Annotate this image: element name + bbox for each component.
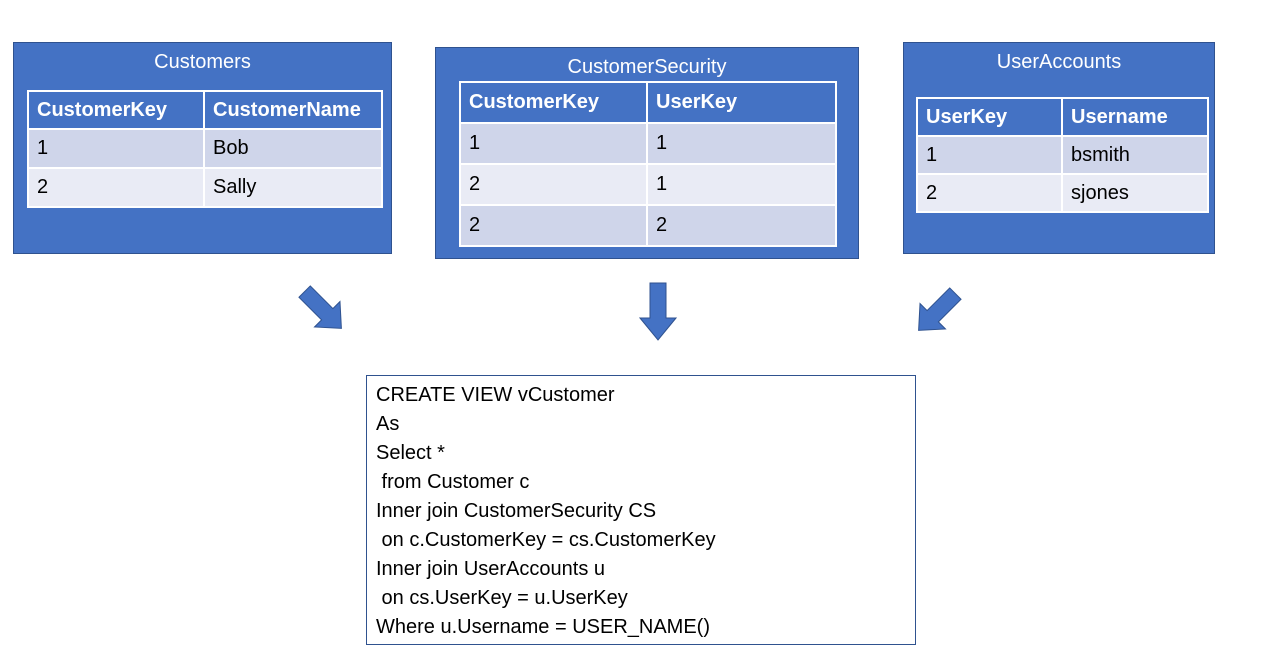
- sql-view-definition: CREATE VIEW vCustomer As Select * from C…: [366, 375, 916, 645]
- user-accounts-table: UserKey Username 1 bsmith 2 sjones: [916, 97, 1209, 213]
- customer-security-title: CustomerSecurity: [567, 56, 727, 78]
- sql-line: from Customer c: [376, 471, 530, 493]
- table-cell: 1: [459, 122, 648, 165]
- sql-line: As: [376, 413, 400, 435]
- customers-table: CustomerKey CustomerName 1 Bob 2 Sally: [27, 90, 383, 208]
- table-cell: 1: [646, 122, 837, 165]
- table-cell: 2: [27, 167, 205, 208]
- table-cell: 1: [646, 163, 837, 206]
- table-cell: 1: [916, 135, 1063, 175]
- customer-security-panel: CustomerSecurity CustomerKey UserKey 1 1…: [435, 47, 859, 259]
- table-cell: Bob: [203, 128, 383, 169]
- customer-security-header-row: CustomerKey UserKey: [459, 81, 837, 124]
- sql-line: Inner join UserAccounts u: [376, 558, 606, 580]
- table-row: 2 Sally: [27, 167, 383, 208]
- column-header: CustomerName: [203, 90, 383, 130]
- column-header: CustomerKey: [27, 90, 205, 130]
- table-row: 1 1: [459, 122, 837, 165]
- table-cell: 2: [459, 163, 648, 206]
- user-accounts-panel: UserAccounts UserKey Username 1 bsmith 2…: [903, 42, 1215, 254]
- table-cell: bsmith: [1061, 135, 1209, 175]
- sql-line: on c.CustomerKey = cs.CustomerKey: [376, 529, 716, 551]
- arrow-down-left-icon: [918, 287, 962, 331]
- column-header: UserKey: [646, 81, 837, 124]
- table-cell: 2: [646, 204, 837, 247]
- table-cell: 2: [916, 173, 1063, 213]
- sql-line: Select *: [376, 442, 445, 464]
- table-cell: sjones: [1061, 173, 1209, 213]
- table-row: 2 2: [459, 204, 837, 247]
- column-header: UserKey: [916, 97, 1063, 137]
- column-header: CustomerKey: [459, 81, 648, 124]
- customers-title: Customers: [154, 51, 251, 73]
- customers-header-row: CustomerKey CustomerName: [27, 90, 383, 130]
- arrow-down-right-icon: [298, 285, 342, 329]
- sql-line: Inner join CustomerSecurity CS: [376, 500, 657, 522]
- arrow-down-icon: [639, 282, 677, 341]
- table-row: 1 bsmith: [916, 135, 1209, 175]
- user-accounts-title: UserAccounts: [996, 51, 1122, 73]
- user-accounts-header-row: UserKey Username: [916, 97, 1209, 137]
- table-row: 1 Bob: [27, 128, 383, 169]
- customers-panel: Customers CustomerKey CustomerName 1 Bob…: [13, 42, 392, 254]
- table-row: 2 sjones: [916, 173, 1209, 213]
- table-cell: 1: [27, 128, 205, 169]
- customer-security-table: CustomerKey UserKey 1 1 2 1 2 2: [459, 81, 837, 247]
- column-header: Username: [1061, 97, 1209, 137]
- table-cell: 2: [459, 204, 648, 247]
- sql-line: CREATE VIEW vCustomer: [376, 384, 615, 406]
- table-cell: Sally: [203, 167, 383, 208]
- sql-line: on cs.UserKey = u.UserKey: [376, 587, 628, 609]
- table-row: 2 1: [459, 163, 837, 206]
- sql-line: Where u.Username = USER_NAME(): [376, 616, 710, 638]
